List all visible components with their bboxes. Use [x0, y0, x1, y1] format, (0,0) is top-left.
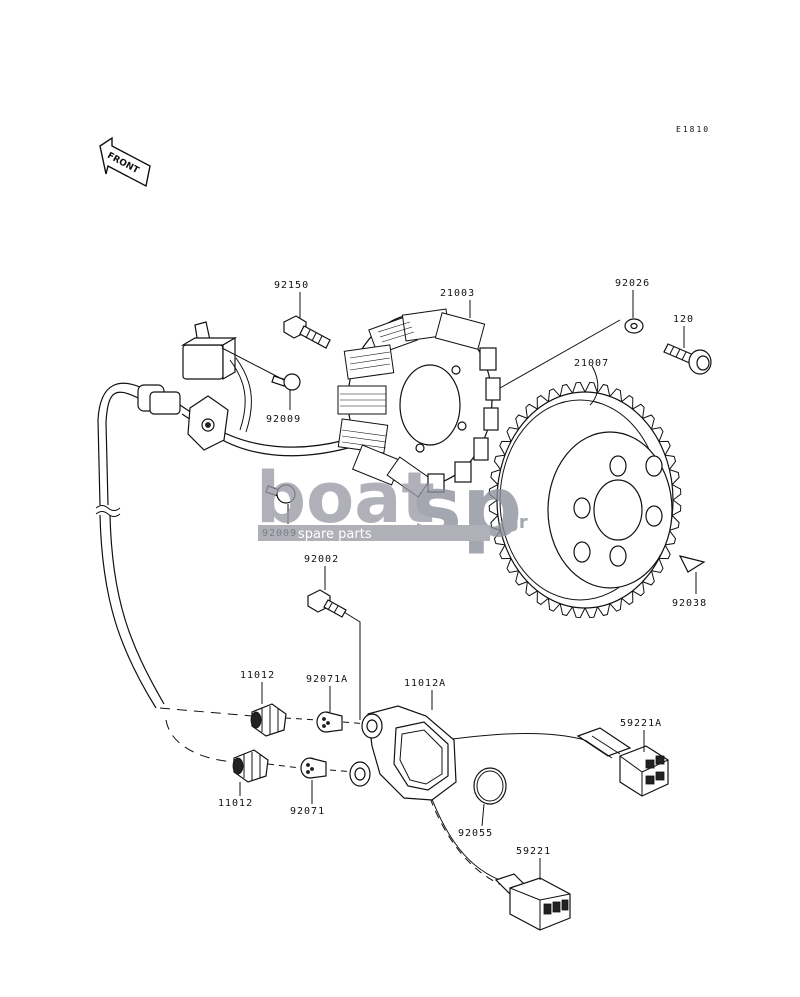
label-92009-upper: 92009 — [266, 414, 301, 425]
flywheel-gear — [488, 381, 682, 619]
connector-92071 — [300, 757, 327, 779]
part-labels: 92150 21003 92026 120 21007 92009 92009 … — [218, 278, 707, 857]
gear-tooth — [632, 403, 645, 419]
gear-tooth — [609, 598, 623, 612]
gear-tooth — [621, 590, 634, 606]
bolt-120 — [663, 343, 712, 375]
gear-tooth — [547, 388, 561, 402]
screw-92009-lower — [265, 484, 296, 504]
stator-coil — [337, 308, 501, 498]
diagram-code: E1810 — [676, 125, 710, 134]
watermark-tagline: spare parts — [298, 527, 372, 542]
gear-tooth — [536, 394, 549, 410]
gear-tooth — [499, 544, 512, 560]
watermark-brand-suffix: gr — [506, 512, 528, 533]
leader-lines — [221, 290, 697, 880]
label-11012-lower: 11012 — [218, 798, 253, 809]
front-arrow-icon: FRONT — [99, 136, 151, 188]
label-92150: 92150 — [274, 280, 309, 291]
label-21003: 21003 — [440, 288, 475, 299]
gear-tooth — [525, 403, 538, 419]
gear-tooth — [525, 581, 538, 597]
gear-tooth — [658, 544, 671, 560]
watermark-logo: boat sp gr spare parts — [256, 457, 528, 556]
gear-tooth — [671, 484, 682, 501]
gear-tooth — [609, 388, 623, 402]
screw-92009-upper — [271, 373, 301, 391]
gear-tooth — [584, 381, 598, 394]
gear-tooth — [651, 558, 664, 574]
housing-11012A — [349, 705, 457, 801]
gear-tooth — [506, 426, 519, 442]
gear-tooth — [642, 414, 655, 430]
washer-92026 — [624, 318, 644, 334]
bolt-92150 — [283, 315, 331, 349]
gear-tooth — [493, 454, 506, 470]
connector-59221 — [494, 873, 571, 931]
label-92055: 92055 — [458, 828, 493, 839]
grommet-11012-upper — [250, 703, 287, 737]
label-21007: 21007 — [574, 358, 609, 369]
gear-tooth — [515, 414, 528, 430]
gear-tooth — [651, 426, 664, 442]
gear-tooth — [572, 381, 586, 394]
gear-tooth — [632, 581, 645, 597]
gear-tooth — [506, 558, 519, 574]
gear-tooth — [621, 394, 634, 410]
gear-tooth — [671, 499, 682, 516]
gear-tooth — [664, 530, 677, 546]
connector-59221A — [576, 727, 669, 797]
label-11012A: 11012A — [404, 678, 446, 689]
o-ring-92055 — [473, 767, 507, 805]
key-92038 — [678, 555, 706, 573]
label-59221: 59221 — [516, 846, 551, 857]
label-92071: 92071 — [290, 806, 325, 817]
gear-tooth — [493, 530, 506, 546]
gear-tooth — [499, 440, 512, 456]
gear-tooth — [488, 484, 499, 501]
gear-tooth — [572, 606, 586, 619]
gear-tooth — [515, 570, 528, 586]
label-92038: 92038 — [672, 598, 707, 609]
label-92002: 92002 — [304, 554, 339, 565]
label-92026: 92026 — [615, 278, 650, 289]
gear-tooth — [584, 606, 598, 619]
gear-tooth — [658, 440, 671, 456]
grommet-11012-lower — [232, 749, 269, 783]
watermark-band — [258, 525, 490, 541]
label-59221A: 59221A — [620, 718, 662, 729]
gear-tooth — [488, 499, 499, 516]
watermark-brand-right: sp — [412, 458, 522, 556]
bolt-92002 — [307, 589, 347, 618]
label-120: 120 — [673, 314, 694, 325]
gear-tooth — [536, 590, 549, 606]
gear-tooth — [664, 454, 677, 470]
label-11012-upper: 11012 — [240, 670, 275, 681]
connector-92071A — [316, 711, 343, 733]
wire-harness — [95, 321, 349, 709]
gear-tooth — [547, 598, 561, 612]
label-92071A: 92071A — [306, 674, 348, 685]
gear-tooth — [642, 570, 655, 586]
